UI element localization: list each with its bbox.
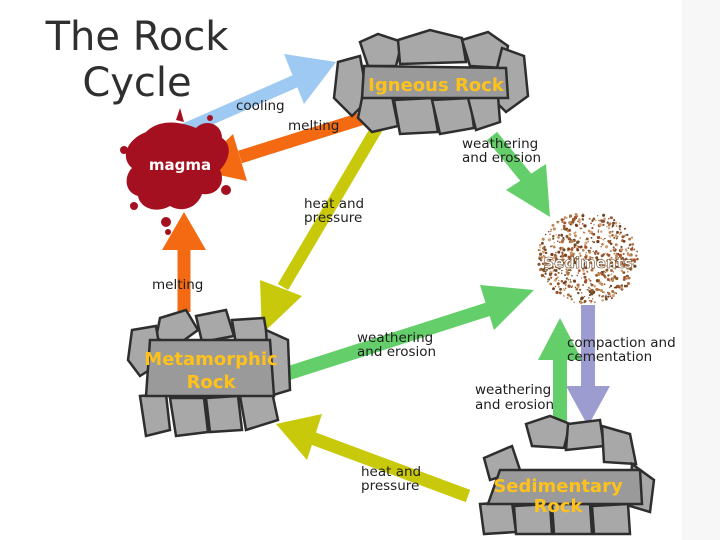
arrow-melting-left bbox=[162, 212, 206, 312]
arrow-weathering-bottom bbox=[538, 318, 582, 430]
label-heat-pressure-top-2: pressure bbox=[304, 210, 362, 226]
title-line-2: Cycle bbox=[82, 60, 192, 106]
sedimentary-rock-label-line-2: Rock bbox=[534, 496, 584, 517]
label-melting-left: melting bbox=[152, 277, 203, 293]
arrow-heat-pressure-bottom bbox=[276, 414, 471, 503]
label-weathering-mid-2: and erosion bbox=[357, 344, 436, 360]
label-weathering-top-1: weathering bbox=[462, 136, 538, 152]
igneous-rock-node bbox=[332, 28, 530, 136]
metamorphic-rock-node bbox=[126, 308, 292, 438]
igneous-rock-label: Igneous Rock bbox=[368, 75, 505, 96]
metamorphic-rock-label-line-1: Metamorphic bbox=[144, 349, 277, 370]
label-melting-top: melting bbox=[288, 118, 339, 134]
metamorphic-rock-label-line-2: Rock bbox=[187, 372, 237, 393]
label-weathering-bottom-2: and erosion bbox=[475, 397, 554, 413]
label-compaction-2: cementation bbox=[567, 349, 652, 365]
label-weathering-bottom-1: weathering bbox=[475, 382, 551, 398]
sediments-label: Sediments bbox=[543, 254, 633, 272]
sedimentary-rock-label-line-1: Sedimentary bbox=[493, 476, 623, 497]
arrow-weathering-mid bbox=[283, 285, 534, 381]
label-heat-pressure-top-1: heat and bbox=[304, 196, 364, 212]
sedimentary-rock-node bbox=[478, 414, 656, 536]
title-line-1: The Rock bbox=[45, 14, 229, 60]
label-compaction-1: compaction and bbox=[567, 335, 676, 351]
arrow-weathering-top bbox=[486, 131, 550, 217]
label-weathering-mid-1: weathering bbox=[357, 330, 433, 346]
label-weathering-top-2: and erosion bbox=[462, 150, 541, 166]
label-cooling: cooling bbox=[236, 98, 285, 114]
slide-edge bbox=[682, 0, 720, 540]
label-heat-pressure-bottom-2: pressure bbox=[361, 478, 419, 494]
page-title: The Rock Cycle bbox=[22, 14, 252, 106]
label-heat-pressure-bottom-1: heat and bbox=[361, 464, 421, 480]
magma-label: magma bbox=[149, 156, 211, 174]
sediments-node bbox=[537, 213, 639, 304]
arrow-compaction bbox=[566, 305, 610, 426]
arrow-heat-pressure-top bbox=[260, 124, 383, 334]
magma-node bbox=[120, 108, 231, 235]
